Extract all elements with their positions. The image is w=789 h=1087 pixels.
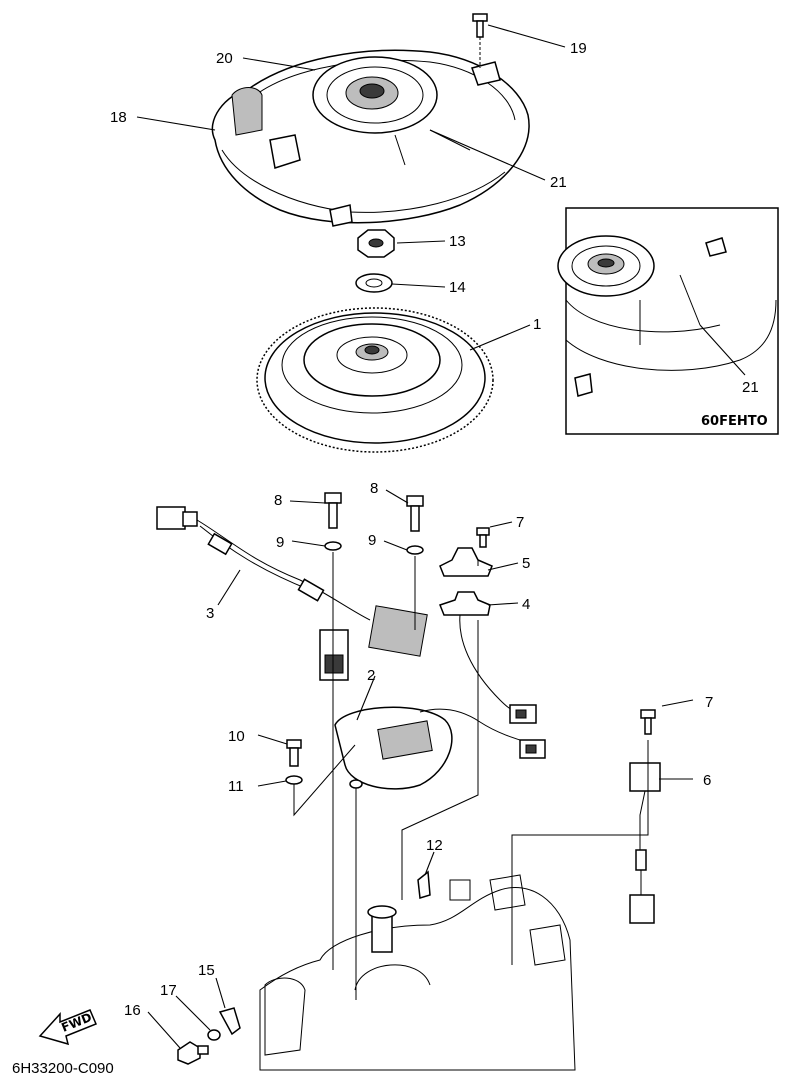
callout-numbers: 20 18 19 21 13 14 1 21 60FEHTO 8 8 9 9 7… <box>110 40 768 1019</box>
pulser-coil <box>439 591 537 724</box>
callout-19: 19 <box>570 40 587 57</box>
callout-8-right: 8 <box>370 480 378 497</box>
bracket <box>439 527 493 577</box>
callout-7-top: 7 <box>516 514 524 531</box>
callout-14: 14 <box>449 279 466 296</box>
callout-13: 13 <box>449 233 466 250</box>
callout-5: 5 <box>522 555 530 572</box>
callout-9-left: 9 <box>276 534 284 551</box>
callout-12: 12 <box>426 837 443 854</box>
callout-7-right: 7 <box>705 694 713 711</box>
callout-15: 15 <box>198 962 215 979</box>
flywheel-washer <box>355 273 393 293</box>
callout-18: 18 <box>110 109 127 126</box>
callout-2: 2 <box>367 667 375 684</box>
detail-inset <box>557 207 779 435</box>
callout-6: 6 <box>703 772 711 789</box>
callout-9-right: 9 <box>368 532 376 549</box>
fwd-arrow: FWD <box>38 1009 97 1046</box>
clip <box>218 1007 241 1036</box>
inset-model-code: 60FEHTO <box>701 414 768 429</box>
bolt-left <box>324 492 342 551</box>
callout-3: 3 <box>206 605 214 622</box>
callout-10: 10 <box>228 728 245 745</box>
callout-20: 20 <box>216 50 233 67</box>
engine-block <box>259 870 576 1071</box>
cover-bolt <box>472 13 488 68</box>
flywheel-magneto <box>256 307 494 453</box>
bolt-right <box>406 495 424 555</box>
callout-16: 16 <box>124 1002 141 1019</box>
flywheel-cover <box>211 49 530 227</box>
rectifier-regulator-harness <box>156 506 428 681</box>
callout-1: 1 <box>533 316 541 333</box>
assembly-lines <box>293 552 649 1000</box>
charge-coil <box>334 706 546 790</box>
callout-17: 17 <box>160 982 177 999</box>
callout-11: 11 <box>228 778 244 795</box>
callout-8-left: 8 <box>274 492 282 509</box>
coil-bolt <box>285 739 303 785</box>
sensor-assembly <box>629 709 661 924</box>
drawing-code: 6H33200-C090 <box>12 1060 114 1077</box>
flywheel-nut <box>357 229 395 258</box>
callout-21: 21 <box>550 174 567 191</box>
small-bolt <box>177 1041 209 1065</box>
callout-21-inset: 21 <box>742 379 759 396</box>
callout-4: 4 <box>522 596 530 613</box>
leader-lines <box>136 24 746 1049</box>
small-washer <box>207 1029 221 1041</box>
